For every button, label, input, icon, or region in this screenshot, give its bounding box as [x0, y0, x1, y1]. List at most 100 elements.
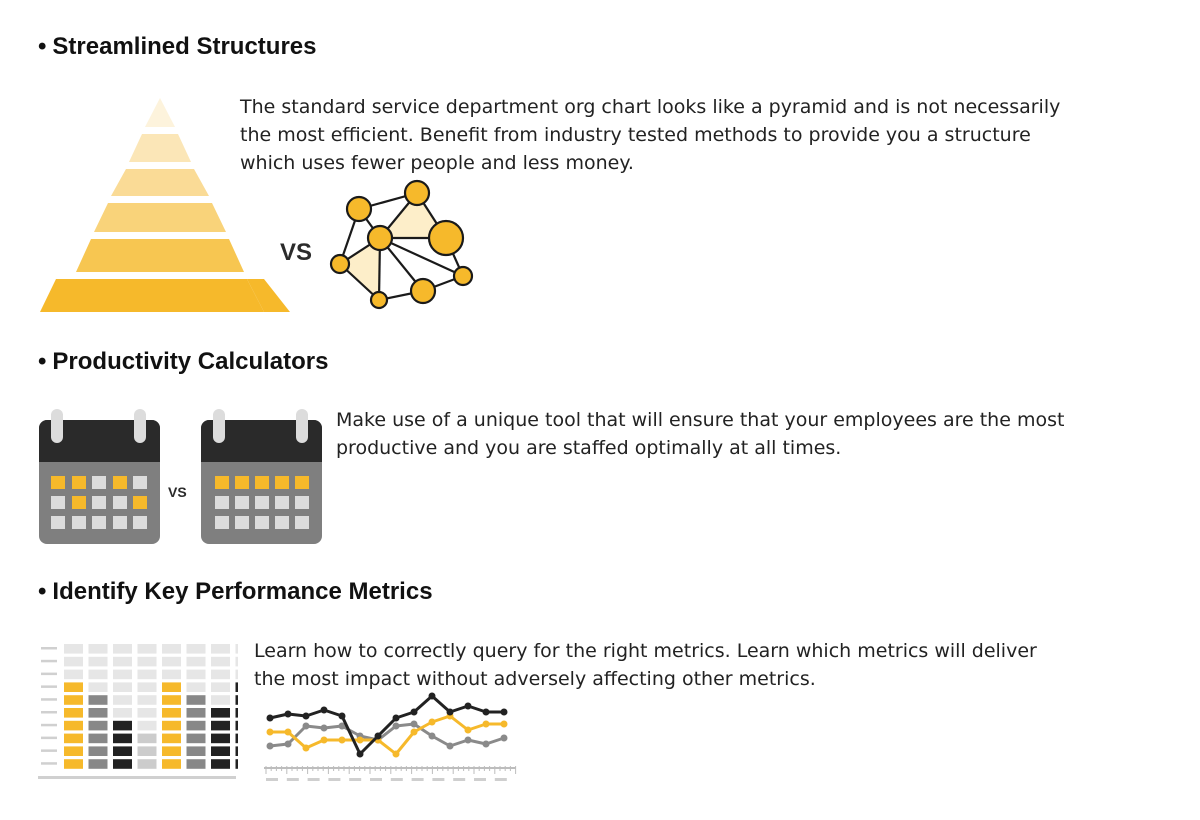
- calendar-icon: [201, 409, 322, 544]
- line-point: [302, 722, 310, 730]
- line-point: [410, 728, 418, 736]
- bar-cell: [113, 733, 132, 744]
- section-title: Productivity Calculators: [52, 348, 329, 375]
- bullet: •: [38, 348, 47, 375]
- axis-tick-label: [474, 778, 486, 781]
- bar-cell: [211, 669, 230, 680]
- line-point: [266, 714, 274, 722]
- bar-cell: [64, 695, 83, 705]
- bar-cell: [113, 720, 132, 731]
- bar-cell: [113, 656, 132, 667]
- pyramid-icon: [40, 98, 290, 312]
- line-point: [338, 712, 346, 720]
- bar-cell: [186, 746, 206, 756]
- line-point: [320, 706, 328, 714]
- bar-cell: [235, 695, 238, 705]
- bar-cell: [64, 656, 83, 667]
- line-chart-icon: [264, 692, 517, 781]
- line-point: [338, 722, 346, 730]
- line-point: [464, 726, 472, 734]
- bar-cell: [162, 695, 181, 705]
- line-point: [392, 722, 400, 730]
- bar-cell: [211, 644, 230, 654]
- bar-cell: [162, 669, 181, 680]
- bar-cell: [88, 669, 108, 680]
- line-point: [374, 732, 382, 740]
- line-point: [446, 708, 454, 716]
- bar-cell: [162, 656, 181, 667]
- line-point: [410, 708, 418, 716]
- heading-streamlined-structures: •Streamlined Structures: [38, 33, 317, 61]
- bar-cell: [113, 644, 132, 654]
- bar-cell: [186, 720, 206, 731]
- bar-cell: [211, 759, 230, 769]
- section-title: Identify Key Performance Metrics: [52, 578, 433, 605]
- bar-cell: [64, 733, 83, 744]
- axis-tick: [41, 647, 57, 650]
- line-point: [320, 724, 328, 732]
- bar-cell: [113, 682, 132, 692]
- axis-tick-label: [453, 778, 466, 781]
- bar-cell: [186, 644, 206, 654]
- bar-cell: [64, 720, 83, 731]
- bar-cell: [235, 759, 238, 769]
- heading-productivity-calculators: •Productivity Calculators: [38, 348, 328, 376]
- section-description: The standard service department org char…: [240, 93, 1060, 177]
- bar-chart-icon: [38, 644, 238, 779]
- axis-tick-label: [328, 778, 341, 781]
- bar-cell: [137, 695, 157, 705]
- vs-label: VS: [168, 484, 187, 500]
- line-point: [500, 720, 508, 728]
- line-point: [392, 750, 400, 758]
- section-title: Streamlined Structures: [52, 33, 317, 60]
- section-description: Make use of a unique tool that will ensu…: [336, 406, 1064, 462]
- axis-tick-label: [411, 778, 424, 781]
- bar-cell: [137, 644, 157, 654]
- bar-cell: [162, 720, 181, 731]
- description-line: which uses fewer people and less money.: [240, 152, 634, 174]
- description-line: Learn how to correctly query for the rig…: [254, 640, 1037, 662]
- bar-cell: [88, 708, 108, 718]
- axis-tick-label: [349, 778, 362, 781]
- axis-tick-label: [370, 778, 382, 781]
- line-point: [446, 742, 454, 750]
- line-point: [428, 732, 436, 740]
- axis-tick: [41, 659, 57, 663]
- line-point: [266, 742, 274, 750]
- axis-tick: [41, 711, 57, 714]
- bar-cell: [186, 656, 206, 667]
- bar-cell: [88, 733, 108, 744]
- axis-tick: [41, 698, 57, 701]
- bar-cell: [211, 733, 230, 744]
- axis-tick: [41, 736, 57, 740]
- bar-cell: [211, 682, 230, 692]
- line-point: [482, 708, 490, 716]
- bar-cell: [64, 669, 83, 680]
- bar-cell: [235, 669, 238, 680]
- axis-tick-label: [307, 778, 320, 781]
- description-line: Make use of a unique tool that will ensu…: [336, 409, 1065, 431]
- bar-cell: [137, 682, 157, 692]
- bar-cell: [235, 708, 238, 718]
- bar-cell: [88, 656, 108, 667]
- axis-tick-label: [266, 778, 278, 781]
- line-point: [464, 736, 472, 744]
- line-point: [482, 740, 490, 748]
- bar-cell: [186, 759, 206, 769]
- bullet: •: [38, 578, 47, 605]
- network-icon: [329, 179, 474, 310]
- bar-cell: [235, 720, 238, 731]
- bar-cell: [137, 656, 157, 667]
- line-point: [302, 744, 310, 752]
- bar-cell: [113, 669, 132, 680]
- bar-cell: [211, 708, 230, 718]
- bar-cell: [162, 759, 181, 769]
- heading-identify-key-performance-metrics: •Identify Key Performance Metrics: [38, 578, 433, 606]
- bar-cell: [88, 682, 108, 692]
- line-point: [356, 750, 364, 758]
- bar-cell: [113, 759, 132, 769]
- axis-tick: [41, 749, 57, 752]
- bar-cell: [186, 733, 206, 744]
- bar-cell: [137, 759, 157, 769]
- bar-cell: [235, 733, 238, 744]
